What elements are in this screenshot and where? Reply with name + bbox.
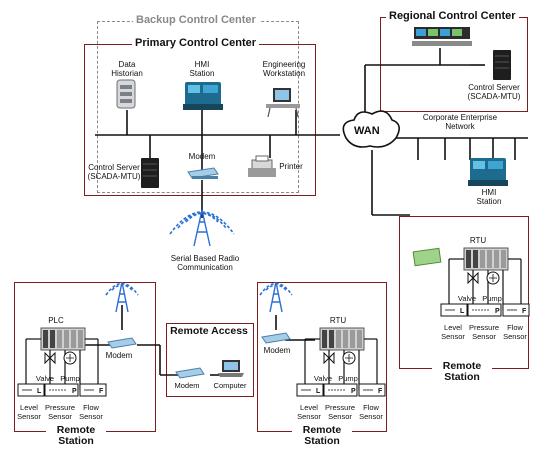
valve-icon <box>323 351 335 365</box>
remote-station-middle-title: Remote Station <box>292 425 352 447</box>
station-left-modem-icon[interactable] <box>107 337 137 349</box>
remote-access-computer-label: Computer <box>213 381 247 390</box>
pump-icon <box>342 351 356 365</box>
svg-text:L: L <box>460 308 465 315</box>
pressure-sensor-label: Pressure Sensor <box>468 323 499 341</box>
svg-text:P: P <box>72 388 77 395</box>
pump-icon <box>486 271 500 285</box>
control-server-icon[interactable] <box>141 158 159 188</box>
printer-label: Printer <box>279 162 303 171</box>
backup-control-center-title: Backup Control Center <box>133 14 259 26</box>
level-sensor-icon: L <box>440 303 468 317</box>
printer-icon[interactable] <box>248 155 276 177</box>
station-left-modem-label: Modem <box>105 351 133 360</box>
modem-label: Modem <box>188 152 216 161</box>
flow-sensor-label: Flow Sensor <box>503 323 527 341</box>
corporate-hmi-station-label: HMI Station <box>476 188 502 206</box>
pump-label: Pump <box>482 294 502 303</box>
svg-text:F: F <box>99 388 104 395</box>
remote-access-modem-label: Modem <box>174 381 200 390</box>
station-right-rtu-label: RTU <box>469 236 487 245</box>
pump-icon <box>63 351 77 365</box>
pressure-sensor-label: Pressure Sensor <box>44 403 75 421</box>
pressure-sensor-icon: P <box>323 383 358 397</box>
station-left-plc-rack-icon[interactable] <box>40 327 86 351</box>
flow-sensor-label: Flow Sensor <box>79 403 103 421</box>
valve-label: Valve <box>313 374 333 383</box>
svg-text:P: P <box>495 308 500 315</box>
radio-tower-left-icon <box>115 281 129 313</box>
svg-text:P: P <box>351 388 356 395</box>
regional-control-center-title: Regional Control Center <box>386 10 519 22</box>
station-middle-rtu-label: RTU <box>329 316 347 325</box>
remote-access-title: Remote Access <box>170 325 248 337</box>
data-historian-label: Data Historian <box>111 60 143 78</box>
radio-tower-icon <box>193 209 211 247</box>
valve-icon <box>44 351 56 365</box>
hmi-station-label: HMI Station <box>189 60 215 78</box>
level-sensor-icon: L <box>296 383 324 397</box>
remote-access-modem-icon[interactable] <box>175 367 205 379</box>
svg-text:F: F <box>522 308 527 315</box>
remote-station-left-title: Remote Station <box>46 425 106 447</box>
level-sensor-label: Level Sensor <box>441 323 465 341</box>
engineering-workstation-icon[interactable] <box>266 88 300 118</box>
corporate-network-label: Corporate Enterprise Network <box>422 113 498 131</box>
modem-icon[interactable] <box>187 167 219 179</box>
radio-tower-middle-icon <box>269 281 283 313</box>
flow-sensor-icon: F <box>358 383 386 397</box>
station-middle-modem-icon[interactable] <box>261 332 291 344</box>
remote-station-right-title: Remote Station <box>432 361 492 383</box>
level-sensor-icon: L <box>17 383 45 397</box>
pressure-sensor-label: Pressure Sensor <box>324 403 355 421</box>
flow-sensor-icon: F <box>502 303 530 317</box>
level-sensor-label: Level Sensor <box>297 403 321 421</box>
radio-communication-label: Serial Based Radio Communication <box>170 254 240 272</box>
valve-icon <box>467 271 479 285</box>
svg-text:F: F <box>378 388 383 395</box>
corporate-hmi-station-icon[interactable] <box>468 158 508 186</box>
hmi-station-icon[interactable] <box>183 82 223 110</box>
wan-cloud-icon[interactable] <box>342 110 400 148</box>
wan-label: WAN <box>354 125 380 137</box>
svg-text:L: L <box>37 388 42 395</box>
primary-control-center-title: Primary Control Center <box>132 37 260 49</box>
pressure-sensor-icon: P <box>467 303 502 317</box>
pump-label: Pump <box>338 374 358 383</box>
station-left-plc-label: PLC <box>48 316 64 325</box>
station-middle-rtu-rack-icon[interactable] <box>319 327 365 351</box>
flow-sensor-icon: F <box>79 383 107 397</box>
station-middle-modem-label: Modem <box>263 346 291 355</box>
regional-control-server-label: Control Server (SCADA-MTU) <box>467 83 521 101</box>
flow-sensor-label: Flow Sensor <box>359 403 383 421</box>
station-right-rtu-rack-icon[interactable] <box>463 247 509 271</box>
svg-text:L: L <box>316 388 321 395</box>
control-room-display-icon[interactable] <box>412 27 472 46</box>
valve-label: Valve <box>35 374 55 383</box>
pump-label: Pump <box>60 374 80 383</box>
pressure-sensor-icon: P <box>44 383 79 397</box>
engineering-workstation-label: Engineering Workstation <box>262 60 306 78</box>
laptop-icon[interactable] <box>218 360 244 377</box>
control-server-label: Control Server (SCADA-MTU) <box>87 163 141 181</box>
data-historian-icon[interactable] <box>116 79 136 109</box>
regional-control-server-icon[interactable] <box>493 50 511 80</box>
level-sensor-label: Level Sensor <box>17 403 41 421</box>
remote-access-frame <box>166 323 254 397</box>
radio-card-icon[interactable] <box>412 247 442 267</box>
valve-label: Valve <box>457 294 477 303</box>
